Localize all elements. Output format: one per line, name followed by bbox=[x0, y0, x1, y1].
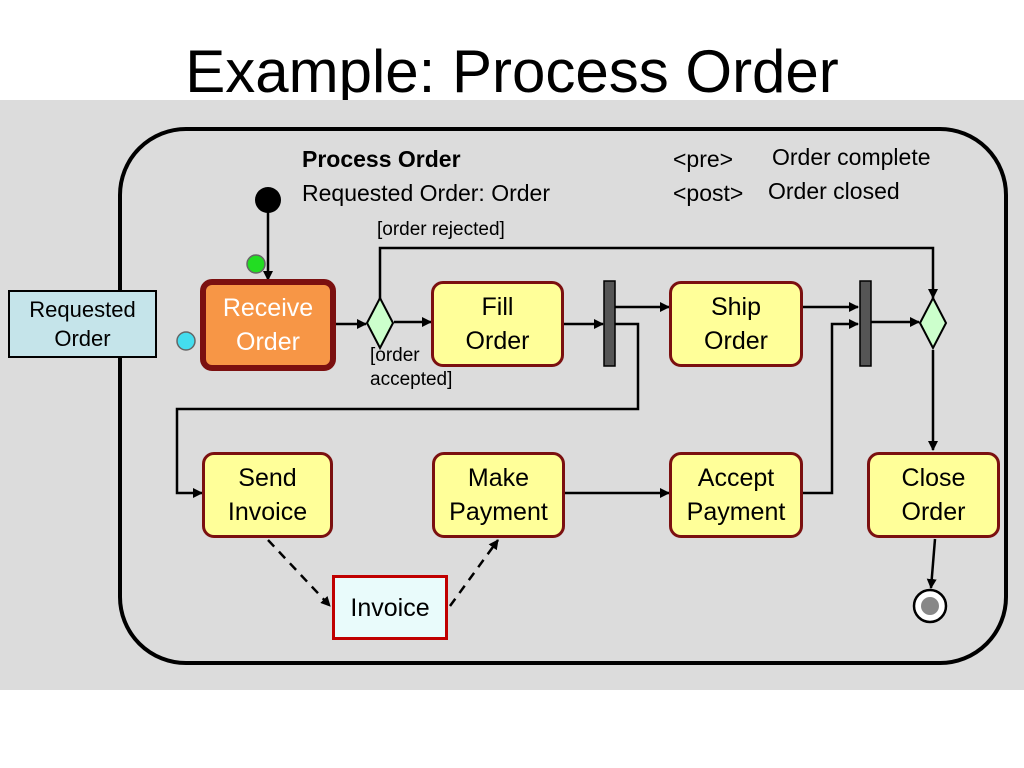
guard-order-accepted: [order accepted] bbox=[370, 345, 453, 390]
final-node-inner bbox=[921, 597, 939, 615]
pre-condition: Order complete bbox=[772, 144, 931, 170]
post-condition: Order closed bbox=[768, 178, 900, 204]
initial-node bbox=[255, 187, 281, 213]
fork-bar bbox=[603, 280, 616, 367]
edge-accept-to-join bbox=[803, 319, 859, 495]
object-node-invoice: Invoice bbox=[332, 575, 448, 640]
join-bar bbox=[859, 280, 872, 367]
input-parameter-requested-order: Requested Order bbox=[8, 290, 157, 358]
action-make-payment: Make Payment bbox=[432, 452, 565, 538]
output-pin-green bbox=[246, 254, 266, 274]
edge-close-to-final bbox=[926, 538, 937, 589]
diagram-canvas bbox=[0, 100, 1024, 690]
slide-title: Example: Process Order bbox=[185, 38, 839, 105]
post-tag: <post> bbox=[673, 180, 744, 206]
activity-parameter-signature: Requested Order: Order bbox=[302, 180, 551, 206]
edge-invoice-to-make bbox=[448, 539, 500, 607]
pre-tag: <pre> bbox=[673, 146, 734, 172]
edge-send-to-invoice bbox=[267, 539, 331, 607]
activity-name: Process Order bbox=[302, 146, 461, 172]
activity-frame bbox=[118, 127, 1008, 665]
action-receive-order: Receive Order bbox=[200, 279, 336, 371]
decision-node bbox=[365, 295, 395, 351]
merge-node bbox=[918, 295, 948, 351]
action-ship-order: Ship Order bbox=[669, 281, 803, 367]
guard-order-rejected: [order rejected] bbox=[377, 219, 505, 240]
edge-fork-to-send bbox=[175, 322, 640, 498]
input-pin-cyan bbox=[176, 331, 196, 351]
action-close-order: Close Order bbox=[867, 452, 1000, 538]
edge-rejected-to-merge bbox=[378, 246, 938, 300]
action-fill-order: Fill Order bbox=[431, 281, 564, 367]
action-accept-payment: Accept Payment bbox=[669, 452, 803, 538]
action-send-invoice: Send Invoice bbox=[202, 452, 333, 538]
